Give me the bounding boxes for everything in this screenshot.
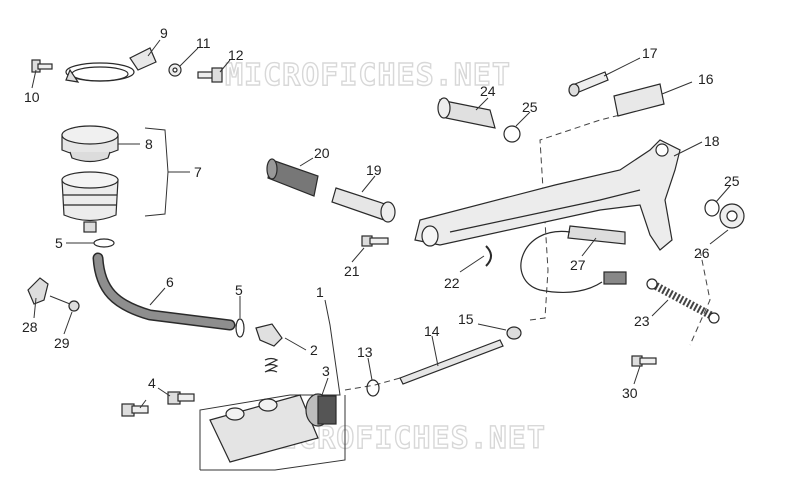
label-22: 22 [444, 275, 460, 291]
leader-lines [31, 39, 731, 409]
label-4: 4 [148, 375, 156, 391]
part-24-bushing [437, 97, 496, 129]
label-10: 10 [24, 89, 40, 105]
part-19-pin [331, 187, 396, 223]
label-2: 2 [310, 342, 318, 358]
part-master-cylinder [209, 393, 337, 463]
label-5a: 5 [55, 235, 63, 251]
label-8: 8 [145, 136, 153, 152]
part-14-pushrod [399, 339, 504, 385]
part-12-screw [197, 67, 223, 83]
label-28: 28 [22, 319, 38, 335]
part-20-rubber [266, 158, 319, 197]
part-25a-washer [503, 125, 521, 143]
callout-labels: 1 2 3 4 5 5 6 7 8 9 10 11 12 13 14 15 16… [22, 25, 740, 401]
label-25a: 25 [522, 99, 538, 115]
part-22-circlip [485, 245, 492, 267]
part-16-clevis [613, 83, 665, 117]
label-20: 20 [314, 145, 330, 161]
bracket-7 [144, 127, 190, 217]
label-26: 26 [694, 245, 710, 261]
dashed-connectors [344, 109, 711, 391]
part-13-oring [366, 379, 380, 397]
part-21-bolt [361, 235, 389, 247]
part-29-screw [49, 295, 80, 312]
label-11: 11 [196, 35, 211, 51]
part-23-spring [646, 278, 720, 324]
part-2-banjo [255, 323, 283, 373]
part-9-clamp [65, 47, 157, 83]
label-9: 9 [160, 25, 168, 41]
part-11-washer [168, 63, 182, 77]
label-18: 18 [704, 133, 720, 149]
part-25b-washer [704, 199, 720, 217]
label-30: 30 [622, 385, 638, 401]
label-25b: 25 [724, 173, 740, 189]
label-24: 24 [480, 83, 496, 99]
label-13: 13 [357, 344, 373, 360]
label-16: 16 [698, 71, 714, 87]
label-27: 27 [570, 257, 586, 273]
part-8-cap [61, 125, 119, 163]
label-15: 15 [458, 311, 474, 327]
part-6-hose [92, 252, 236, 331]
part-30-screw [631, 355, 657, 367]
label-5b: 5 [235, 282, 243, 298]
part-15-nut [506, 326, 522, 340]
part-10-bolt [31, 59, 53, 73]
part-26-washer [719, 203, 745, 229]
label-23: 23 [634, 313, 650, 329]
part-7-reservoir [61, 171, 119, 233]
part-17-pin [568, 71, 609, 97]
label-6: 6 [166, 274, 174, 290]
label-29: 29 [54, 335, 70, 351]
watermark-top: MICROFICHES.NET [225, 58, 511, 93]
part-27-switch [520, 225, 627, 293]
label-12: 12 [228, 47, 244, 63]
label-1: 1 [316, 284, 324, 300]
part-18-pedal [414, 139, 681, 251]
part-5b-clip [235, 318, 245, 338]
label-14: 14 [424, 323, 440, 339]
part-28-bracket [27, 277, 49, 305]
label-3: 3 [322, 363, 330, 379]
part-5a-clip [93, 238, 115, 248]
label-17: 17 [642, 45, 658, 61]
label-21: 21 [344, 263, 360, 279]
label-7: 7 [194, 164, 202, 180]
part-4-bolts [121, 391, 195, 417]
label-19: 19 [366, 162, 382, 178]
